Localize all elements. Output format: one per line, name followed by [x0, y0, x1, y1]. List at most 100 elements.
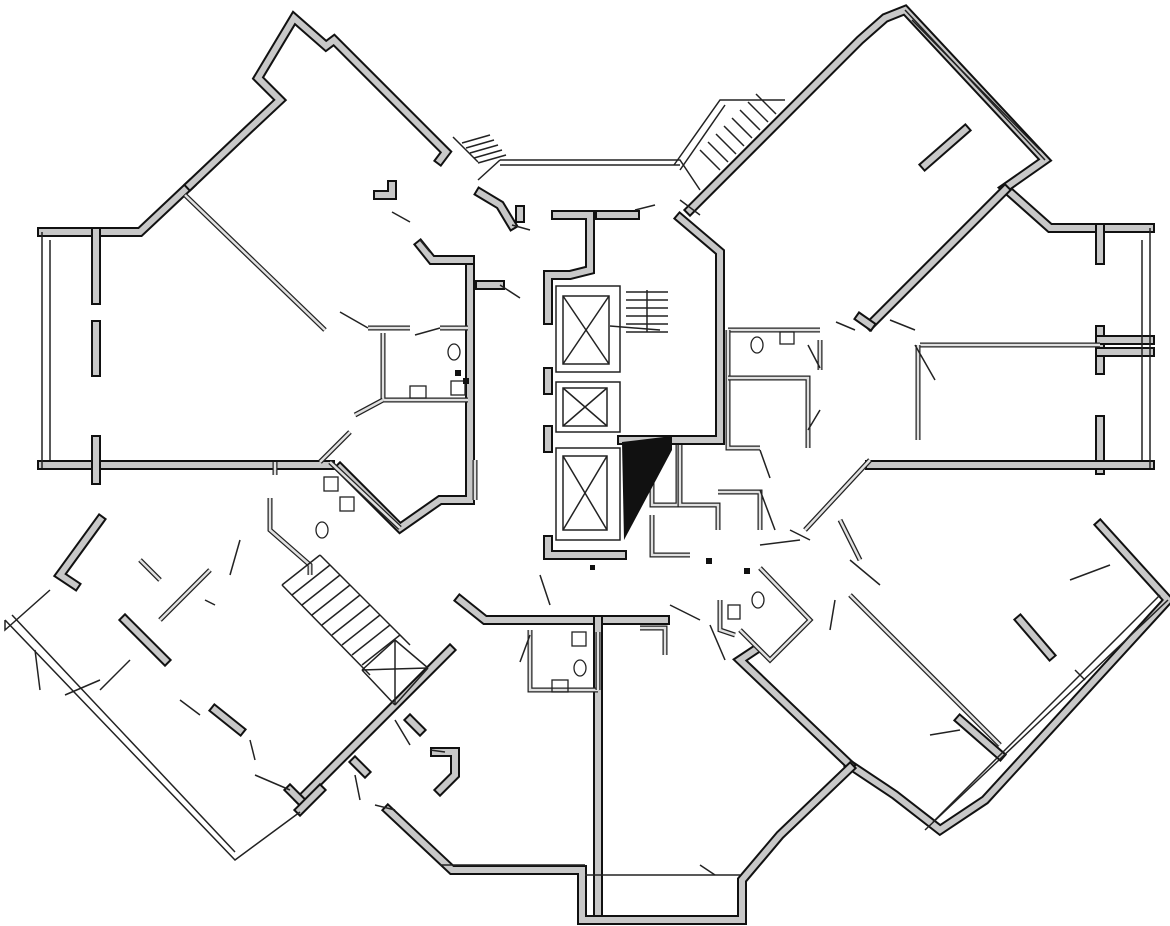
door-swing	[179, 699, 201, 716]
door-swing	[519, 634, 531, 663]
bearing-wall	[843, 517, 1170, 837]
door-swing	[511, 224, 531, 231]
sink-icon	[323, 331, 795, 693]
bearing-wall-hatch	[120, 615, 170, 665]
stair-tread	[477, 154, 507, 164]
stair-tread	[301, 574, 341, 606]
stair-tread	[699, 149, 721, 171]
door-swing	[1074, 669, 1086, 681]
stair-tread	[715, 133, 737, 155]
door-swing	[99, 659, 131, 691]
partition-hatch	[184, 194, 326, 331]
door-swing	[609, 325, 661, 331]
partition-hatch	[159, 569, 211, 621]
bearing-wall-hatch	[920, 125, 970, 170]
door-swing	[229, 539, 241, 576]
door-swing	[759, 449, 771, 479]
door-swing	[849, 559, 881, 586]
window-line	[4, 589, 51, 632]
door-swing	[759, 489, 776, 531]
stair-tread	[473, 149, 503, 159]
partition-wall	[677, 445, 721, 530]
door-swing	[835, 321, 856, 331]
window-line	[452, 136, 479, 163]
stair-tread	[361, 634, 401, 666]
door-swing	[789, 529, 811, 541]
partition-hatch	[838, 519, 862, 561]
bearing-wall-hatch	[55, 515, 105, 590]
partition-hatch	[804, 459, 871, 531]
window-line	[932, 594, 1161, 823]
door-swing	[759, 539, 801, 546]
bearing-walls	[37, 4, 1170, 925]
door-swing	[539, 574, 551, 606]
bearing-wall-hatch	[855, 313, 875, 330]
partition-hatch	[678, 445, 720, 530]
door-swing	[34, 649, 41, 691]
bearing-wall-hatch	[685, 6, 1153, 231]
door-swing	[889, 319, 916, 331]
partition-hatch	[354, 398, 384, 417]
bearing-wall-hatch	[475, 188, 517, 230]
stair-tread	[361, 639, 396, 671]
door-swing	[414, 327, 441, 336]
partition-hatch	[528, 630, 598, 692]
window-line	[673, 99, 785, 166]
partition-hatch	[268, 498, 312, 575]
door-swing	[669, 604, 701, 621]
door-swing	[249, 739, 256, 761]
partition-hatch	[718, 600, 736, 637]
door-swing	[807, 409, 821, 431]
door-swing	[829, 599, 836, 631]
door-swing	[374, 804, 396, 811]
bearing-wall-hatch	[295, 785, 325, 815]
door-swing	[204, 599, 216, 606]
elevator-icon	[555, 285, 621, 541]
bearing-wall-hatch	[955, 715, 1005, 760]
bearing-wall	[682, 4, 1155, 233]
stair-tread	[341, 614, 381, 646]
bearing-wall-hatch	[545, 537, 625, 558]
door-swing	[709, 624, 726, 661]
column-markers	[455, 370, 750, 574]
partition-hatch	[728, 376, 810, 448]
partition-hatch	[139, 559, 161, 581]
door-swing	[929, 729, 961, 736]
bearing-wall	[380, 760, 858, 925]
stair-tread	[731, 117, 753, 139]
stair-tread	[281, 554, 321, 586]
stair-tread	[331, 604, 371, 636]
partition-wall	[649, 515, 690, 558]
window-line	[500, 159, 701, 191]
stair-tread	[739, 109, 761, 131]
stair-icon	[281, 93, 777, 706]
partition-wall	[728, 375, 811, 448]
stair-tread	[755, 93, 777, 115]
bearing-wall-hatch	[845, 520, 1170, 834]
stair-tread	[723, 125, 745, 147]
stair-tread	[469, 144, 499, 154]
window-line	[924, 599, 1169, 831]
bearing-wall-hatch	[415, 240, 473, 263]
stair-tread	[394, 667, 429, 706]
door-swing	[254, 774, 291, 791]
stair-tread	[465, 139, 495, 149]
bearing-wall	[182, 10, 453, 193]
door-swing	[634, 204, 656, 211]
stair-tread	[351, 624, 391, 656]
door-swing	[679, 199, 701, 216]
partition-hatch	[849, 594, 1001, 746]
stair-tread	[291, 564, 331, 596]
door-swing	[429, 749, 446, 753]
door-swing	[354, 774, 361, 801]
window-line	[4, 619, 301, 861]
bearing-wall-hatch	[39, 180, 195, 235]
stair-tread	[747, 101, 769, 123]
partition-hatch	[319, 431, 351, 463]
bearing-wall-hatch	[619, 213, 723, 443]
door-swings	[34, 199, 1111, 876]
door-swing	[807, 344, 821, 369]
door-swing	[914, 344, 936, 381]
partition-wall	[527, 630, 598, 693]
partition-hatch	[640, 626, 667, 655]
